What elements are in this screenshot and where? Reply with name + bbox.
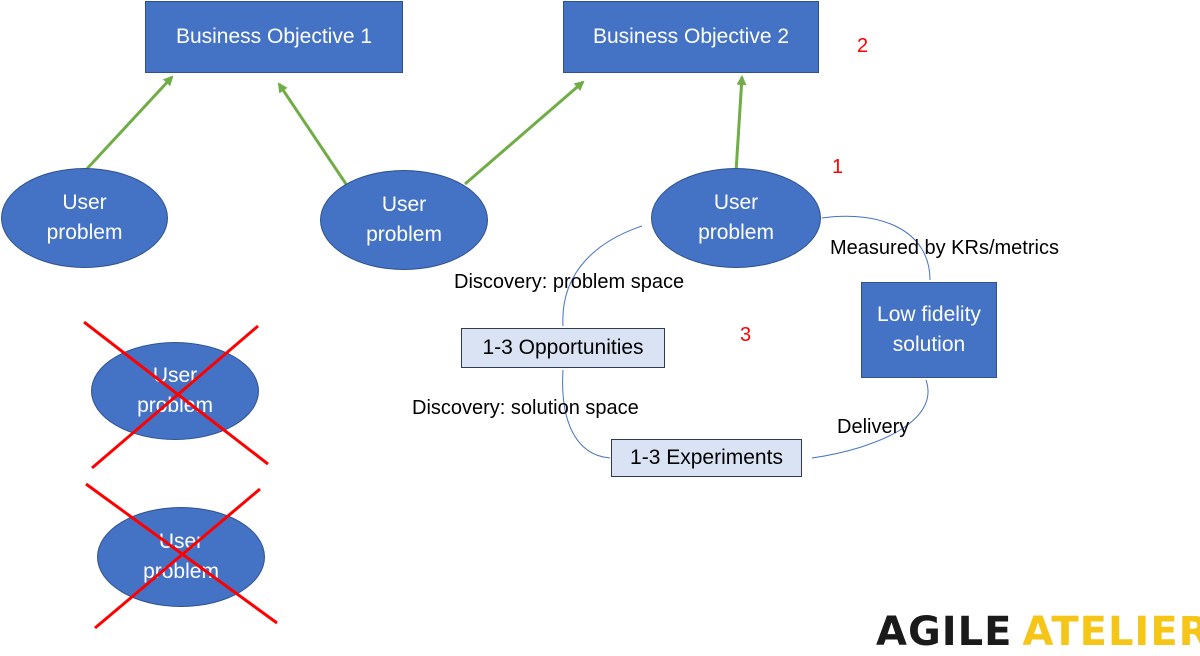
step-number-1: 1	[832, 156, 844, 178]
cross-mark-icon-2	[85, 482, 278, 630]
user-problem-4-line2: problem	[137, 394, 213, 417]
solution-space-label: Discovery: solution space	[412, 397, 639, 419]
arrow-problem1-to-objective1	[82, 75, 174, 174]
problem-space-label: Discovery: problem space	[454, 271, 685, 293]
user-problem-2-line2: problem	[366, 223, 442, 246]
cycle-line-opportunities-to-experiments	[562, 369, 611, 459]
cycle-line-experiments-to-solution	[811, 379, 929, 459]
user-problem-1-line2: problem	[46, 221, 123, 244]
opportunities-label: 1-3 Opportunities	[482, 336, 644, 359]
logo-part-agile: AGILE	[876, 609, 1013, 655]
solution-line1: Low fidelity	[877, 303, 981, 326]
cycle-line-problem-to-solution	[821, 215, 931, 281]
user-problem-1: User problem	[1, 168, 168, 268]
measured-by-label: Measured by KRs/metrics	[830, 237, 1059, 259]
delivery-label: Delivery	[837, 416, 910, 438]
opportunities-box: 1-3 Opportunities	[461, 328, 665, 368]
business-objective-1-label: Business Objective 1	[175, 25, 373, 48]
low-fidelity-solution: Low fidelity solution	[861, 282, 997, 378]
user-problem-2: User problem	[320, 170, 488, 270]
business-objective-2: Business Objective 2	[563, 1, 819, 73]
arrow-problem2-to-objective2	[464, 80, 585, 186]
user-problem-3: User problem	[651, 168, 821, 268]
user-problem-3-line2: problem	[698, 221, 774, 244]
business-objective-1: Business Objective 1	[145, 1, 403, 73]
logo-part-atelier: ATELIER	[1022, 609, 1200, 655]
business-objective-2-label: Business Objective 2	[592, 25, 790, 48]
step-number-2: 2	[857, 35, 869, 57]
step-number-3: 3	[740, 324, 752, 346]
experiments-label: 1-3 Experiments	[630, 446, 783, 469]
user-problem-4-line1: User	[152, 364, 198, 387]
cross-mark-icon-1	[83, 320, 269, 470]
cycle-line-problem-to-opportunities	[562, 225, 643, 327]
user-problem-2-line1: User	[381, 193, 427, 216]
user-problem-3-line1: User	[713, 191, 759, 214]
arrow-problem3-to-objective2	[734, 75, 747, 173]
user-problem-1-line1: User	[62, 191, 107, 214]
experiments-box: 1-3 Experiments	[611, 439, 802, 477]
arrow-problem2-to-objective1	[277, 82, 348, 185]
solution-line2: solution	[892, 333, 966, 356]
